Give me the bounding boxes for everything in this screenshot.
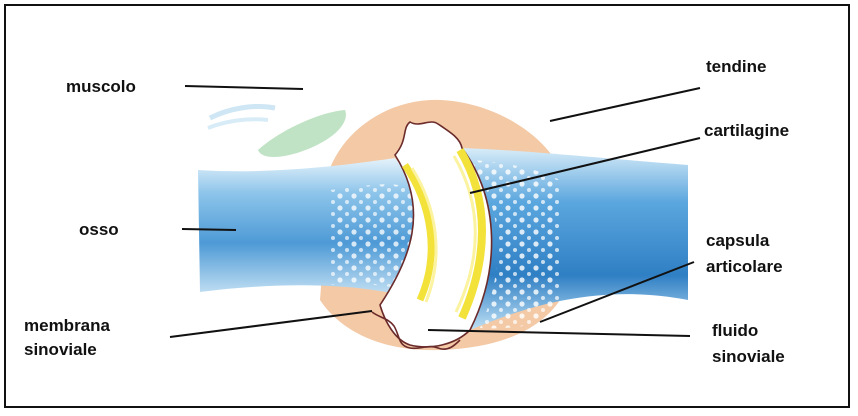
label-articolare: articolare: [706, 256, 783, 278]
muscle-shape: [258, 110, 346, 157]
label-fluido-sinoviale: sinoviale: [712, 346, 785, 368]
label-osso: osso: [79, 219, 119, 241]
tendine-leader: [550, 88, 700, 121]
label-fluido: fluido: [712, 320, 758, 342]
label-cartilagine: cartilagine: [704, 120, 789, 142]
muscle-streak: [210, 106, 275, 118]
label-membrana-sinoviale: sinoviale: [24, 339, 97, 361]
label-capsula: capsula: [706, 230, 769, 252]
osso-leader: [182, 229, 236, 230]
label-muscolo: muscolo: [66, 76, 136, 98]
label-membrana: membrana: [24, 315, 110, 337]
label-tendine: tendine: [706, 56, 766, 78]
muscolo-leader: [185, 86, 303, 89]
membrana-leader: [170, 311, 372, 337]
